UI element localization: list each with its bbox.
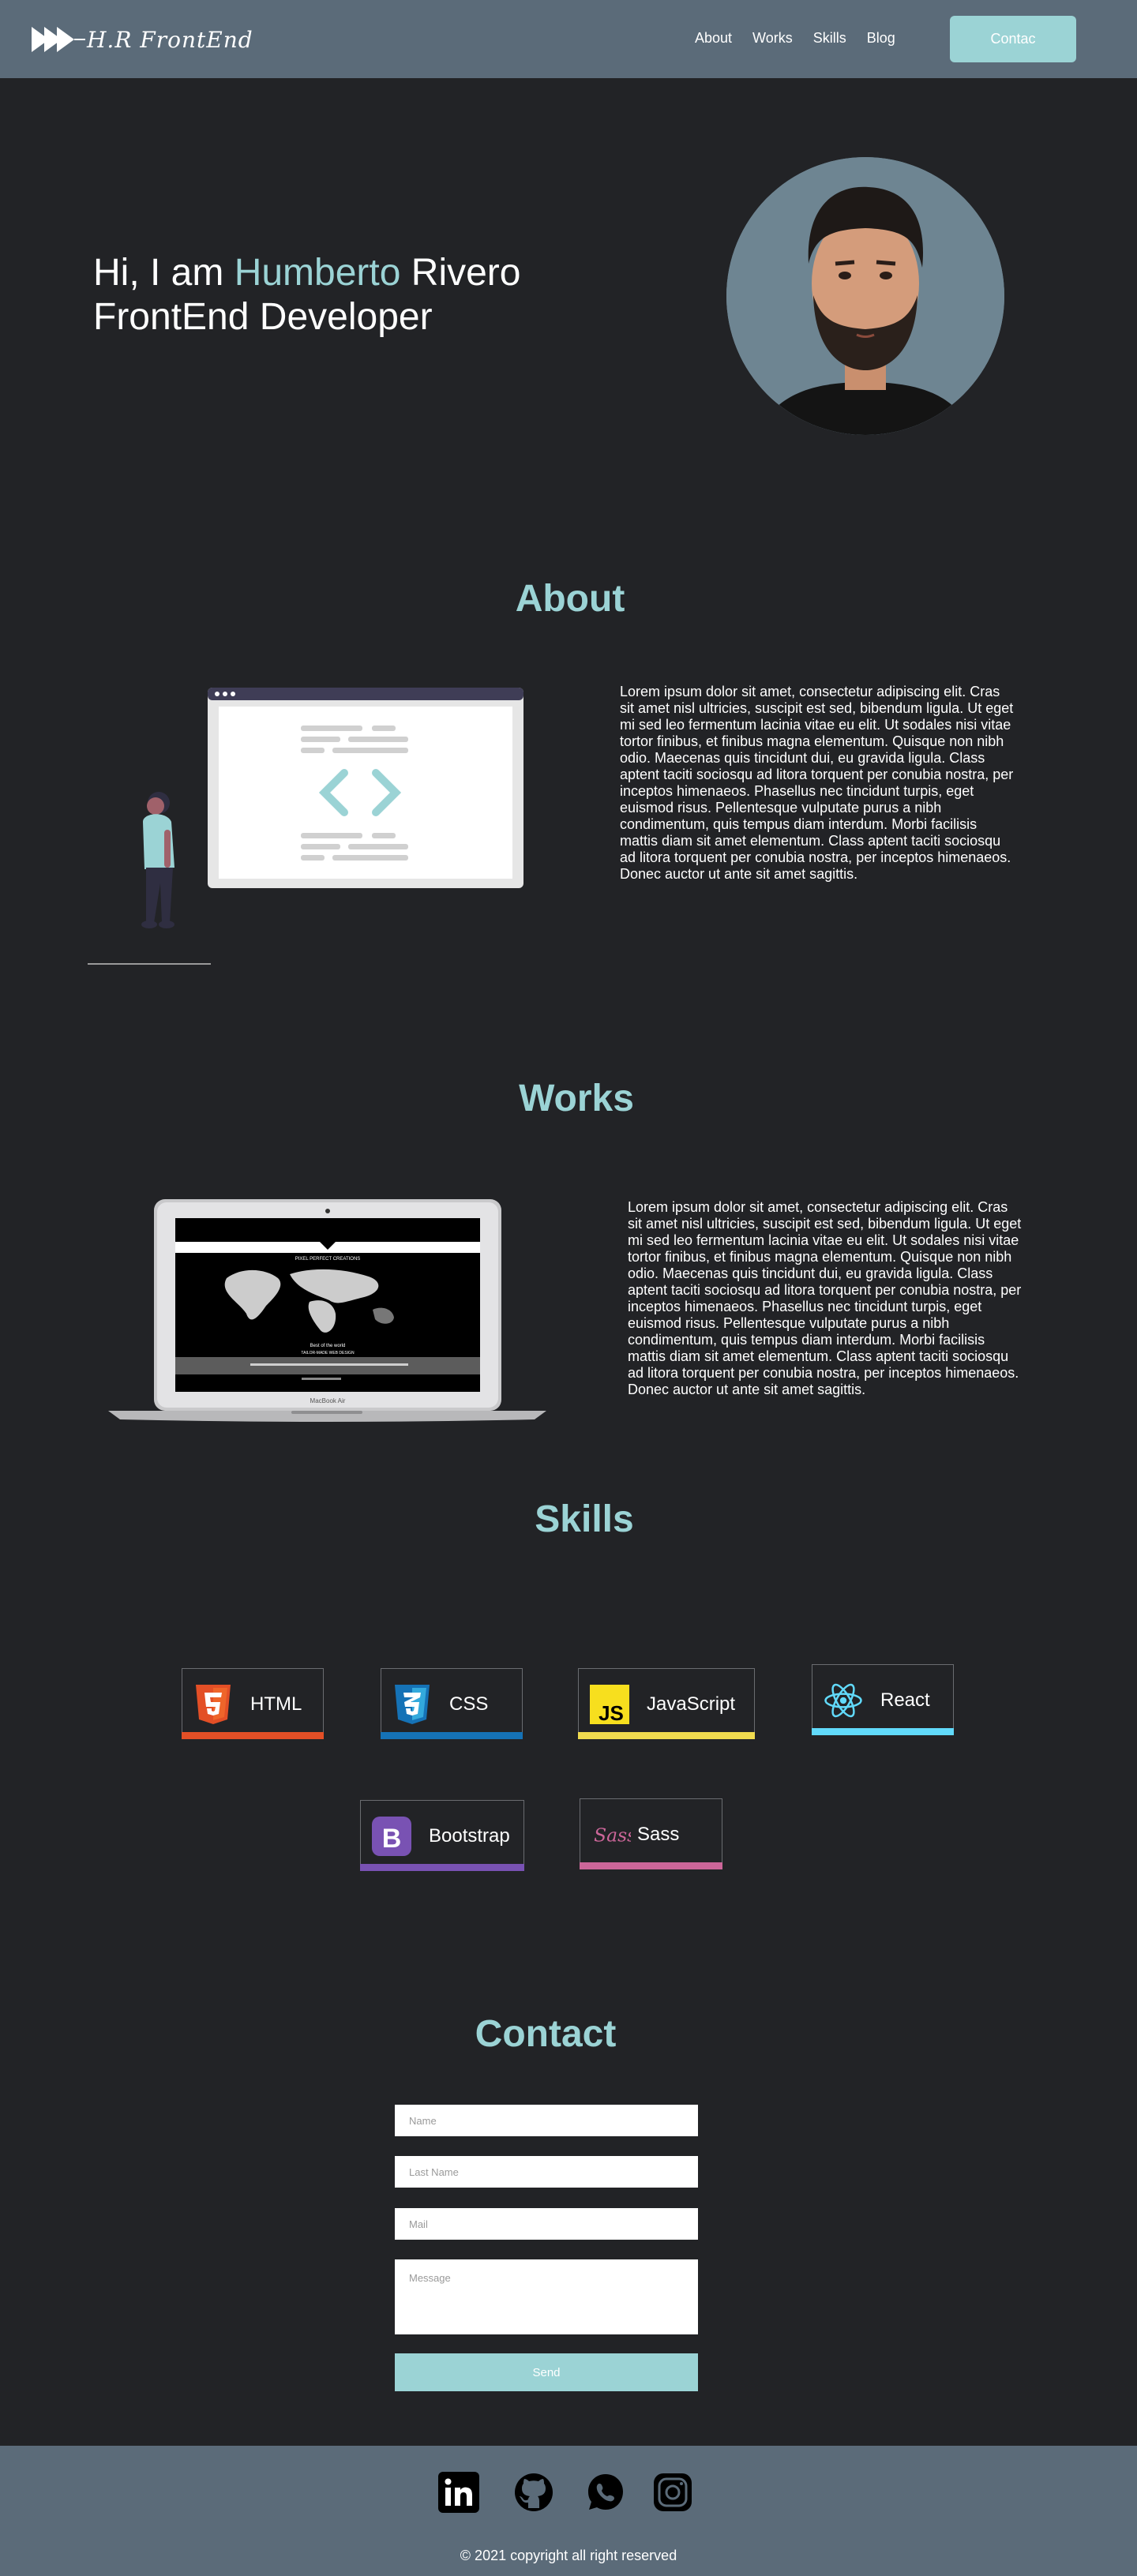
contact-button[interactable]: Contac [950,16,1076,62]
profile-avatar [726,157,1004,435]
react-icon [824,1681,863,1720]
skill-card-html[interactable]: HTML [182,1668,324,1739]
skill-label-react: React [880,1689,930,1711]
hero-first-name: Humberto [234,252,401,294]
skill-card-react[interactable]: React [812,1664,954,1735]
last-name-input[interactable] [395,2156,698,2188]
skill-label-bootstrap: Bootstrap [429,1824,510,1847]
hero-last-name: Rivero [400,252,521,294]
skill-label-sass: Sass [637,1823,680,1845]
whatsapp-icon[interactable] [585,2472,626,2513]
css3-icon [392,1684,432,1724]
skill-bar-bootstrap [360,1864,524,1871]
skills-title: Skills [535,1498,634,1540]
skill-bar-react [812,1728,954,1735]
nav-about[interactable]: About [695,30,733,46]
copyright-text: © 2021 copyright all right reserved [460,2548,677,2563]
skill-card-bootstrap[interactable]: B Bootstrap [360,1800,524,1871]
works-text: Lorem ipsum dolor sit amet, consectetur … [628,1199,1022,1397]
nav-skills[interactable]: Skills [812,30,846,46]
hero-heading: Hi, I am Humberto Rivero FrontEnd Develo… [93,251,520,339]
javascript-icon: JS [590,1684,629,1724]
skill-card-css[interactable]: CSS [381,1668,523,1739]
html5-icon [193,1684,233,1724]
message-input[interactable] [395,2259,698,2334]
avatar-portrait-image [726,157,1004,435]
skill-bar-css [381,1732,523,1739]
skill-bar-html [182,1732,324,1739]
skill-bar-javascript [578,1732,755,1739]
laptop-screen-headline: Best of the world [310,1344,346,1348]
site-footer [0,2446,1137,2576]
nav-works[interactable]: Works [752,30,793,46]
laptop-screen-title: PIXEL PERFECT CREATIONS [295,1257,361,1262]
contact-title: Contact [475,2013,617,2055]
logo-text: H.R FrontEnd [87,26,253,53]
nav-blog[interactable]: Blog [866,30,895,46]
laptop-image: PIXEL PERFECT CREATIONS Best of the worl… [108,1199,546,1422]
about-text: Lorem ipsum dolor sit amet, consectetur … [620,684,1014,882]
sass-icon: Sass [591,1815,631,1854]
logo-arrows-icon [32,27,85,52]
mail-input[interactable] [395,2208,698,2240]
laptop-screen-subline: TAILOR-MADE WEB DESIGN [301,1351,355,1355]
hero-greeting: Hi, I am [93,252,235,294]
hero-role: FrontEnd Developer [93,296,433,338]
developer-illustration-image [88,688,523,965]
svg-text:B: B [382,1824,402,1854]
skill-label-html: HTML [250,1693,302,1715]
laptop-brand-label: MacBook Air [310,1397,346,1404]
site-header: H.R FrontEnd About Works Skills Blog Con… [0,0,1137,78]
instagram-icon[interactable] [652,2472,693,2513]
bootstrap-icon: B [372,1816,411,1856]
name-input[interactable] [395,2105,698,2136]
svg-text:Sass: Sass [594,1824,631,1846]
about-illustration [88,686,527,969]
about-title: About [515,578,625,620]
works-laptop-mockup[interactable]: PIXEL PERFECT CREATIONS Best of the worl… [108,1199,546,1422]
main-nav: About Works Skills Blog [695,30,895,47]
logo[interactable]: H.R FrontEnd [30,24,253,55]
skill-card-javascript[interactable]: JS JavaScript [578,1668,755,1739]
send-button[interactable]: Send [395,2353,698,2391]
linkedin-icon[interactable] [438,2472,479,2513]
svg-text:JS: JS [599,1701,624,1724]
works-title: Works [519,1078,634,1119]
skill-label-css: CSS [449,1693,489,1715]
github-icon[interactable] [513,2472,554,2513]
hero-greeting-line: Hi, I am Humberto Rivero [93,251,520,295]
skill-label-javascript: JavaScript [647,1693,736,1715]
skill-bar-sass [580,1862,722,1869]
skill-card-sass[interactable]: Sass Sass [580,1798,722,1869]
